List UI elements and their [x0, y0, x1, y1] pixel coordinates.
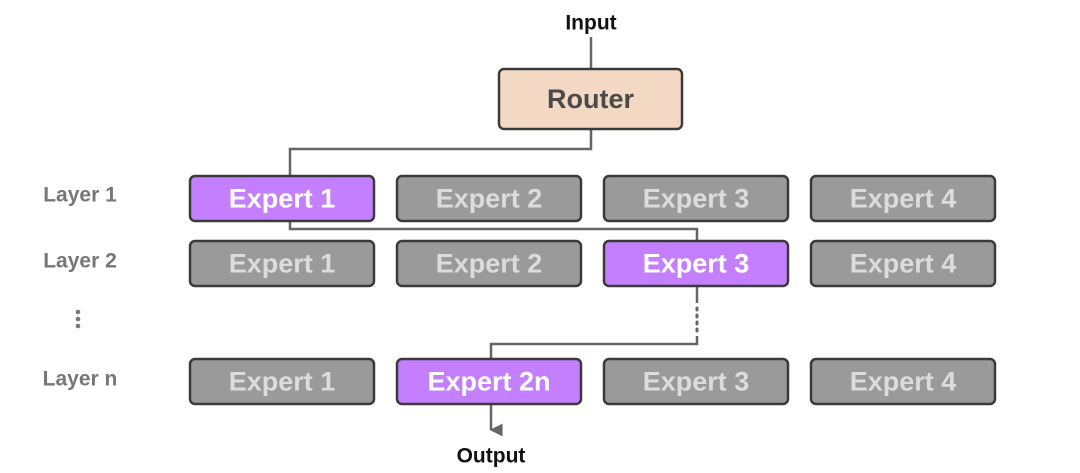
expert-label: Expert 1	[229, 249, 336, 279]
router-label: Router	[547, 84, 634, 114]
router-node: Router	[497, 67, 684, 131]
expert-node: Expert 3	[602, 357, 790, 406]
expert-node: Expert 2n	[395, 357, 583, 406]
router-to-layer1-line	[288, 129, 593, 176]
vertical-ellipsis-icon	[75, 309, 81, 329]
expert-node: Expert 2	[395, 239, 583, 288]
expert-box-active	[395, 357, 583, 406]
experts-grid: Expert 1 Expert 2 Expert 3 Expert 4 Expert 1…	[188, 174, 997, 406]
expert-box	[395, 174, 583, 223]
expert-label: Expert 3	[643, 249, 750, 279]
layer1-to-layer2-line	[288, 221, 699, 241]
expert-node: Expert 4	[809, 239, 997, 288]
expert-node: Expert 4	[809, 357, 997, 406]
expert-node: Expert 1	[188, 174, 376, 223]
output-label: Output	[457, 445, 526, 468]
expert-box	[809, 174, 997, 223]
expert-label: Expert 2n	[427, 367, 550, 397]
expert-box	[188, 357, 376, 406]
expert-label: Expert 4	[850, 367, 957, 397]
expert-label: Expert 3	[643, 184, 750, 214]
expert-box-active	[602, 239, 790, 288]
expert-label: Expert 4	[850, 249, 957, 279]
input-label: Input	[565, 12, 616, 35]
expert-label: Expert 4	[850, 184, 957, 214]
to-layern-line	[489, 336, 699, 359]
expert-box-active	[188, 174, 376, 223]
expert-label: Expert 1	[229, 367, 336, 397]
expert-box	[395, 239, 583, 288]
layer-2-label: Layer 2	[43, 250, 117, 273]
layer-n-label: Layer n	[43, 368, 118, 391]
expert-label: Expert 2	[436, 249, 543, 279]
expert-label: Expert 1	[229, 184, 336, 214]
expert-label: Expert 3	[643, 367, 750, 397]
expert-label: Expert 2	[436, 184, 543, 214]
connectors	[288, 37, 699, 437]
expert-box	[188, 239, 376, 288]
expert-node: Expert 4	[809, 174, 997, 223]
expert-node: Expert 2	[395, 174, 583, 223]
expert-node: Expert 3	[602, 239, 790, 288]
expert-box	[809, 239, 997, 288]
layer-1-label: Layer 1	[43, 184, 117, 207]
expert-box	[602, 174, 790, 223]
expert-node: Expert 3	[602, 174, 790, 223]
expert-box	[602, 357, 790, 406]
expert-node: Expert 1	[188, 239, 376, 288]
router-box	[497, 67, 684, 131]
expert-box	[809, 357, 997, 406]
expert-node: Expert 1	[188, 357, 376, 406]
